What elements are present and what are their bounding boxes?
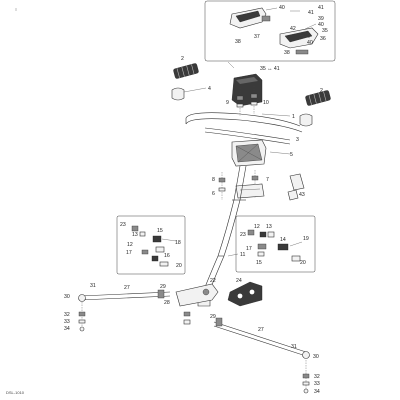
callout-29: 29 <box>160 284 166 290</box>
callout-35: 35 <box>322 28 328 34</box>
tie-rod-assembly: 30 31 27 29 28 22 24 29 27 31 30 32 33 3… <box>64 278 320 395</box>
callout-23: 23 <box>240 232 246 238</box>
callout-32: 32 <box>314 374 320 380</box>
callout-11: 11 <box>240 252 245 258</box>
callout-38: 38 <box>235 39 241 45</box>
callout-17: 17 <box>126 250 132 256</box>
callout-9: 9 <box>226 100 229 106</box>
figure-caption: DSL-1010 <box>6 390 25 395</box>
callout-41: 41 <box>308 10 314 16</box>
callout-36: 36 <box>320 36 326 42</box>
riser-mount: 8 6 7 <box>212 170 305 200</box>
callout-43: 43 <box>299 192 305 198</box>
callout-32: 32 <box>64 312 70 318</box>
callout-30: 30 <box>64 294 70 300</box>
callout-6: 6 <box>212 191 215 197</box>
callout-5: 5 <box>290 152 293 158</box>
inset-left-linkage: 23 13 15 12 18 17 16 20 <box>116 215 186 275</box>
callout-20: 20 <box>300 260 306 266</box>
callout-17: 17 <box>246 246 252 252</box>
callout-16: 16 <box>164 253 170 259</box>
callout-34: 34 <box>314 389 320 395</box>
inset-right-linkage: 23 12 13 17 14 15 19 20 <box>235 215 316 273</box>
callout-3: 3 <box>296 137 299 143</box>
callout-23: 23 <box>120 222 126 228</box>
callout-29: 29 <box>210 314 216 320</box>
callout-13: 13 <box>132 232 138 238</box>
callout-7: 7 <box>266 177 269 183</box>
callout-12: 12 <box>254 224 260 230</box>
callout-19: 19 <box>303 236 309 242</box>
callout-41: 41 <box>318 5 324 11</box>
inset-handguards-frame <box>204 0 336 62</box>
callout-1: 1 <box>292 114 295 120</box>
callout-39: 39 <box>318 16 324 22</box>
callout-10: 10 <box>263 100 269 106</box>
inset-right-frame <box>235 215 316 273</box>
callout-35-41: 35 ↔ 41 <box>260 66 280 72</box>
callout-27: 27 <box>124 285 130 291</box>
callout-15: 15 <box>256 260 262 266</box>
callout-31: 31 <box>291 344 297 350</box>
callout-42: 42 <box>290 26 296 32</box>
inset-left-frame <box>116 215 186 275</box>
callout-33: 33 <box>64 319 70 325</box>
callout-20: 20 <box>176 263 182 269</box>
callout-31: 31 <box>90 283 96 289</box>
callout-2: 2 <box>320 88 323 94</box>
callout-15: 15 <box>157 228 163 234</box>
callout-4: 4 <box>208 86 211 92</box>
callout-40: 40 <box>279 5 285 11</box>
callout-18: 18 <box>175 240 181 246</box>
callout-40: 40 <box>307 40 313 46</box>
callout-38: 38 <box>284 50 290 56</box>
callout-37: 37 <box>254 34 260 40</box>
inset-handguards: 40 41 39 40 42 38 37 40 38 36 35 41 <box>204 0 336 62</box>
callout-8: 8 <box>212 177 215 183</box>
callout-34: 34 <box>64 326 70 332</box>
callout-40: 40 <box>318 22 324 28</box>
callout-12: 12 <box>127 242 133 248</box>
callout-13: 13 <box>266 224 272 230</box>
callout-22: 22 <box>210 278 216 284</box>
callout-2: 2 <box>181 56 184 62</box>
callout-30: 30 <box>313 354 319 360</box>
callout-14: 14 <box>280 237 286 243</box>
callout-28: 28 <box>164 300 170 306</box>
callout-33: 33 <box>314 381 320 387</box>
handlebar-assembly: 2 4 9 10 35 ↔ 41 2 1 3 5 <box>171 56 331 167</box>
callout-27: 27 <box>258 327 264 333</box>
callout-24: 24 <box>236 278 242 284</box>
